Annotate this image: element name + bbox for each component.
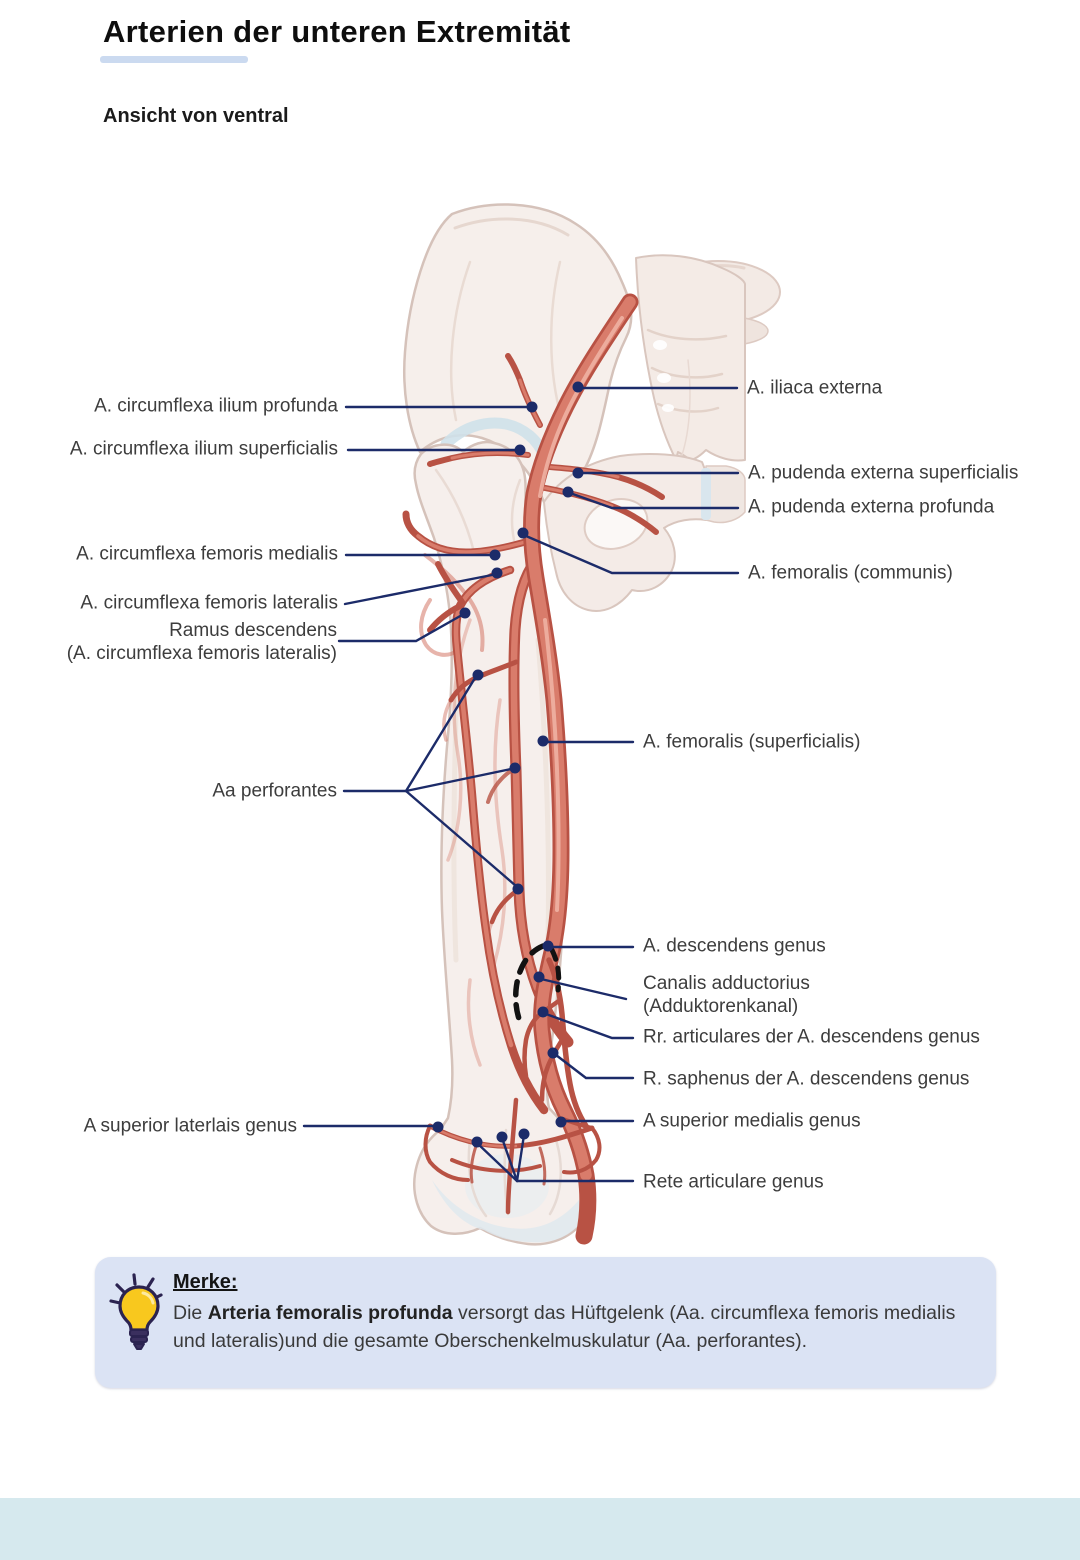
label-canalis-adductorius: Canalis adductorius (Adduktorenkanal) xyxy=(643,972,810,1018)
label-a-descendens-genus: A. descendens genus xyxy=(643,935,826,957)
view-subtitle: Ansicht von ventral xyxy=(103,105,289,127)
label-circumflexa-ilium-superficialis: A. circumflexa ilium superficialis xyxy=(69,438,338,460)
label-circumflexa-ilium-profunda: A. circumflexa ilium profunda xyxy=(94,395,338,417)
label-a-superior-laterlais-genus: A superior laterlais genus xyxy=(83,1115,297,1137)
label-ramus-descendens-line1: Ramus descendens xyxy=(169,620,337,641)
label-canalis-adductorius-line1: Canalis adductorius xyxy=(643,973,810,994)
merke-body-prefix: Die xyxy=(173,1302,208,1324)
label-a-pudenda-externa-superficialis: A. pudenda externa superficialis xyxy=(748,462,1019,484)
label-r-saphenus: R. saphenus der A. descendens genus xyxy=(643,1068,970,1090)
leader-dots xyxy=(432,381,584,1148)
merke-heading: Merke: xyxy=(173,1271,238,1293)
lightbulb-icon xyxy=(109,1273,163,1350)
footer-band: 155 xyxy=(0,1498,1080,1560)
merke-body-rest: versorgt das Hüftgelenk (Aa. circumflexa… xyxy=(173,1302,956,1352)
merke-box: Merke: Die Arteria femoralis profunda ve… xyxy=(95,1257,996,1388)
label-ramus-descendens-line2: (A. circumflexa femoris lateralis) xyxy=(66,643,337,664)
label-a-pudenda-externa-profunda: A. pudenda externa profunda xyxy=(748,496,995,518)
merke-body-bold: Arteria femoralis profunda xyxy=(207,1302,453,1324)
label-ramus-descendens: Ramus descendens (A. circumflexa femoris… xyxy=(67,619,337,665)
label-rete-articulare-genus: Rete articulare genus xyxy=(643,1171,824,1193)
label-a-femoralis-communis: A. femoralis (communis) xyxy=(748,562,953,584)
merke-body: Die Arteria femoralis profunda versorgt … xyxy=(173,1300,968,1355)
label-circumflexa-femoris-medialis: A. circumflexa femoris medialis xyxy=(76,543,338,565)
label-circumflexa-femoris-lateralis: A. circumflexa femoris lateralis xyxy=(80,592,338,614)
label-a-femoralis-superficialis: A. femoralis (superficialis) xyxy=(643,731,861,753)
label-a-superior-medialis-genus: A superior medialis genus xyxy=(643,1110,861,1132)
leader-lines xyxy=(302,386,740,1183)
label-a-iliaca-externa: A. iliaca externa xyxy=(747,377,883,399)
canalis-adductorius-dashes xyxy=(513,943,562,1029)
page-title: Arterien der unteren Extremität xyxy=(103,14,571,49)
label-rr-articulares: Rr. articulares der A. descendens genus xyxy=(643,1026,980,1048)
label-canalis-adductorius-line2: (Adduktorenkanal) xyxy=(643,996,799,1017)
label-aa-perforantes: Aa perforantes xyxy=(212,780,337,802)
merke-text: Merke: Die Arteria femoralis profunda ve… xyxy=(173,1271,973,1355)
title-underline xyxy=(100,56,248,63)
